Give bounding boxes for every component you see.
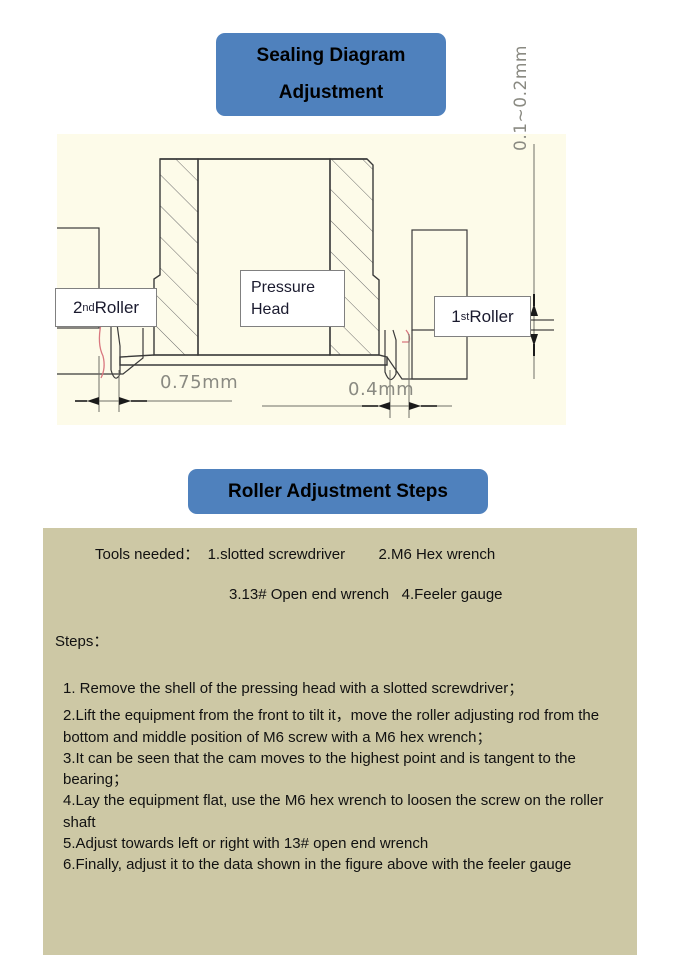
first-roller-geometry: [384, 229, 468, 381]
tools-needed-line-1: Tools needed： 1.slotted screwdriver 2.M6…: [95, 546, 496, 563]
step-item: 4.Lay the equipment flat, use the M6 hex…: [63, 792, 604, 831]
sealing-diagram-drawing: [57, 144, 554, 418]
steps-list: 1. Remove the shell of the pressing head…: [63, 678, 625, 876]
sealing-diagram-banner-line1: Sealing Diagram: [256, 44, 406, 66]
pressure-head-label-line2: Head: [251, 300, 290, 318]
dimension-label-right-gap: 0.4mm: [348, 379, 415, 400]
step-item: 3.It can be seen that the cam moves to t…: [63, 749, 576, 789]
dimension-label-left-gap: 0.75mm: [160, 372, 239, 393]
press-head-body: [119, 158, 388, 366]
sealing-diagram-banner-line2: Adjustment: [278, 81, 384, 103]
first-roller-label-text: Roller: [469, 306, 514, 326]
second-roller-label-number: 2: [72, 297, 83, 317]
dimension-vertical-clearance: [519, 144, 554, 379]
second-roller-label-text: Roller: [94, 297, 140, 317]
sealing-diagram-figure: [57, 134, 566, 425]
roller-adjustment-steps-banner: Roller Adjustment Steps: [188, 469, 488, 514]
roller-adjustment-steps-banner-text: Roller Adjustment Steps: [228, 480, 448, 502]
dimension-left-0.75mm: [75, 356, 232, 412]
pressure-head-label: Pressure Head: [240, 270, 345, 327]
step-item: 5.Adjust towards left or right with 13# …: [63, 835, 429, 853]
dimension-label-vertical-clearance: 0.1~0.2mm: [511, 45, 531, 151]
step-item: 2.Lift the equipment from the front to t…: [63, 707, 600, 746]
pressure-head-label-line1: Pressure: [251, 278, 316, 296]
tools-needed-line-2: 3.13# Open end wrench 4.Feeler gauge: [229, 586, 503, 603]
dimension-right-0.4mm: [262, 334, 452, 418]
step-item: 1. Remove the shell of the pressing head…: [63, 680, 524, 697]
steps-heading: Steps：: [55, 633, 109, 650]
sealing-diagram-banner: Sealing Diagram Adjustment: [216, 33, 446, 116]
second-roller-geometry: [57, 227, 144, 379]
step-item: 6.Finally, adjust it to the data shown i…: [63, 856, 572, 874]
first-roller-label-number: 1: [451, 306, 461, 326]
roller-adjustment-steps-panel: Tools needed： 1.slotted screwdriver 2.M6…: [43, 528, 637, 955]
